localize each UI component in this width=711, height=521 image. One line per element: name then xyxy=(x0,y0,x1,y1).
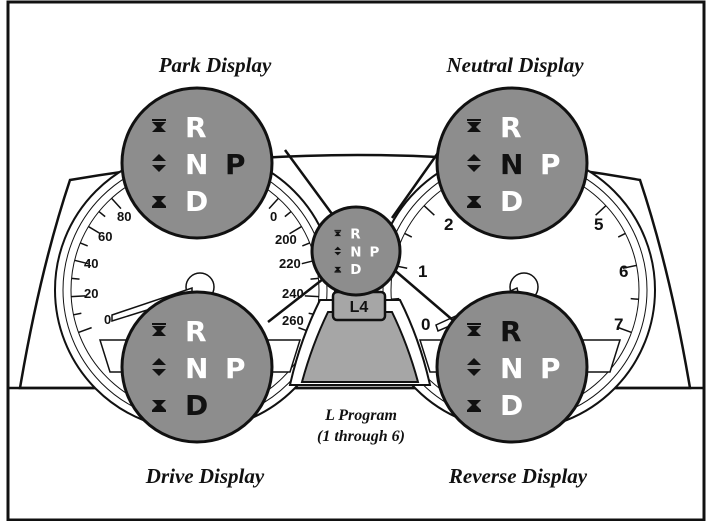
gauge-tick xyxy=(98,210,106,218)
drive-n-down-icon xyxy=(152,369,166,376)
neutral-gear-p: P xyxy=(540,148,561,181)
reverse-gear-n: N xyxy=(500,352,523,385)
gauge-tick xyxy=(630,297,639,301)
park-gear-r: R xyxy=(185,111,207,144)
gauge-tick xyxy=(284,210,292,218)
rpm-tick-7: 7 xyxy=(614,315,623,334)
gauge-tick xyxy=(404,232,413,238)
neutral-caption: Neutral Display xyxy=(445,53,584,77)
speed-tick-0: 0 xyxy=(104,312,111,327)
drive-gear-p: P xyxy=(225,352,246,385)
speed-tick-220: 220 xyxy=(279,256,301,271)
neutral-n-up-icon xyxy=(467,154,481,161)
gauge-tick xyxy=(622,264,637,269)
rpm-tick-5: 5 xyxy=(594,215,603,234)
drive-gear-n: N xyxy=(185,352,208,385)
drive-gear-r: R xyxy=(185,315,207,348)
reverse-gear-p: P xyxy=(540,352,561,385)
park-gear-p: P xyxy=(225,148,246,181)
speed-tick-0-right: 0 xyxy=(270,209,277,224)
center-screen xyxy=(300,311,420,383)
gauge-tick xyxy=(88,225,101,235)
drive-gear-d: D xyxy=(185,389,208,422)
speed-tick-20: 20 xyxy=(84,286,98,301)
center-gear-p: P xyxy=(369,245,379,260)
drive-caption: Drive Display xyxy=(145,464,265,488)
center-display-circle xyxy=(310,205,402,297)
gauge-tick xyxy=(110,197,122,210)
rpm-tick-2: 2 xyxy=(444,215,453,234)
gauge-tick xyxy=(595,205,607,216)
center-gear-r: R xyxy=(350,228,361,243)
neutral-d-arrow-up-icon xyxy=(467,199,481,206)
gauge-tick xyxy=(73,312,82,316)
center-n-up-icon xyxy=(334,246,342,251)
center-panel: L4 xyxy=(288,290,432,386)
speed-tick-60: 60 xyxy=(98,229,112,244)
reverse-r-arrow-up-icon xyxy=(467,329,481,336)
rpm-tick-1: 1 xyxy=(418,262,427,281)
park-n-up-icon xyxy=(152,154,166,161)
park-r-arrow-up-icon xyxy=(152,125,166,132)
gauge-tick xyxy=(618,326,632,334)
neutral-n-down-icon xyxy=(467,165,481,172)
neutral-gear-d: D xyxy=(500,185,523,218)
gauge-tick xyxy=(78,326,92,334)
center-gear-d: D xyxy=(350,263,361,278)
speed-tick-40: 40 xyxy=(84,256,98,271)
center-n-down-icon xyxy=(334,251,342,256)
gauge-tick xyxy=(71,295,86,298)
park-n-down-icon xyxy=(152,165,166,172)
speed-tick-200: 200 xyxy=(275,232,297,247)
neutral-gear-n: N xyxy=(500,148,523,181)
rpm-tick-0: 0 xyxy=(421,315,430,334)
drive-d-arrow-up-icon xyxy=(152,403,166,410)
gauge-tick xyxy=(74,259,89,265)
neutral-gear-r: R xyxy=(500,111,522,144)
speed-tick-260: 260 xyxy=(282,313,304,328)
neutral-r-arrow-up-icon xyxy=(467,125,481,132)
gauge-tick xyxy=(79,242,88,247)
l-program-range-caption: (1 through 6) xyxy=(317,428,405,445)
park-gear-n: N xyxy=(185,148,208,181)
park-gear-d: D xyxy=(185,185,208,218)
center-r-arrow-up-icon xyxy=(334,232,342,237)
rpm-tick-6: 6 xyxy=(619,262,628,281)
drive-n-up-icon xyxy=(152,358,166,365)
gauge-tick xyxy=(302,242,311,247)
center-d-arrow-up-icon xyxy=(334,268,342,272)
park-caption: Park Display xyxy=(158,53,272,77)
reverse-n-down-icon xyxy=(467,369,481,376)
reverse-d-arrow-up-icon xyxy=(467,403,481,410)
drive-r-arrow-up-icon xyxy=(152,329,166,336)
reverse-caption: Reverse Display xyxy=(448,464,588,488)
gauge-tick xyxy=(71,277,80,280)
reverse-n-up-icon xyxy=(467,358,481,365)
gauge-tick xyxy=(423,205,435,216)
reverse-gear-d: D xyxy=(500,389,523,422)
speed-tick-80: 80 xyxy=(117,209,131,224)
speed-tick-240: 240 xyxy=(282,286,304,301)
l4-label: L4 xyxy=(350,299,369,316)
center-gear-n: N xyxy=(350,245,361,260)
l-program-caption: L Program xyxy=(324,407,397,424)
park-d-arrow-up-icon xyxy=(152,199,166,206)
gauge-tick xyxy=(304,295,319,298)
gauge-tick xyxy=(289,225,302,235)
gauge-tick xyxy=(617,232,626,238)
gauge-tick xyxy=(310,277,319,280)
reverse-gear-r: R xyxy=(500,315,522,348)
gauge-tick xyxy=(268,197,280,210)
